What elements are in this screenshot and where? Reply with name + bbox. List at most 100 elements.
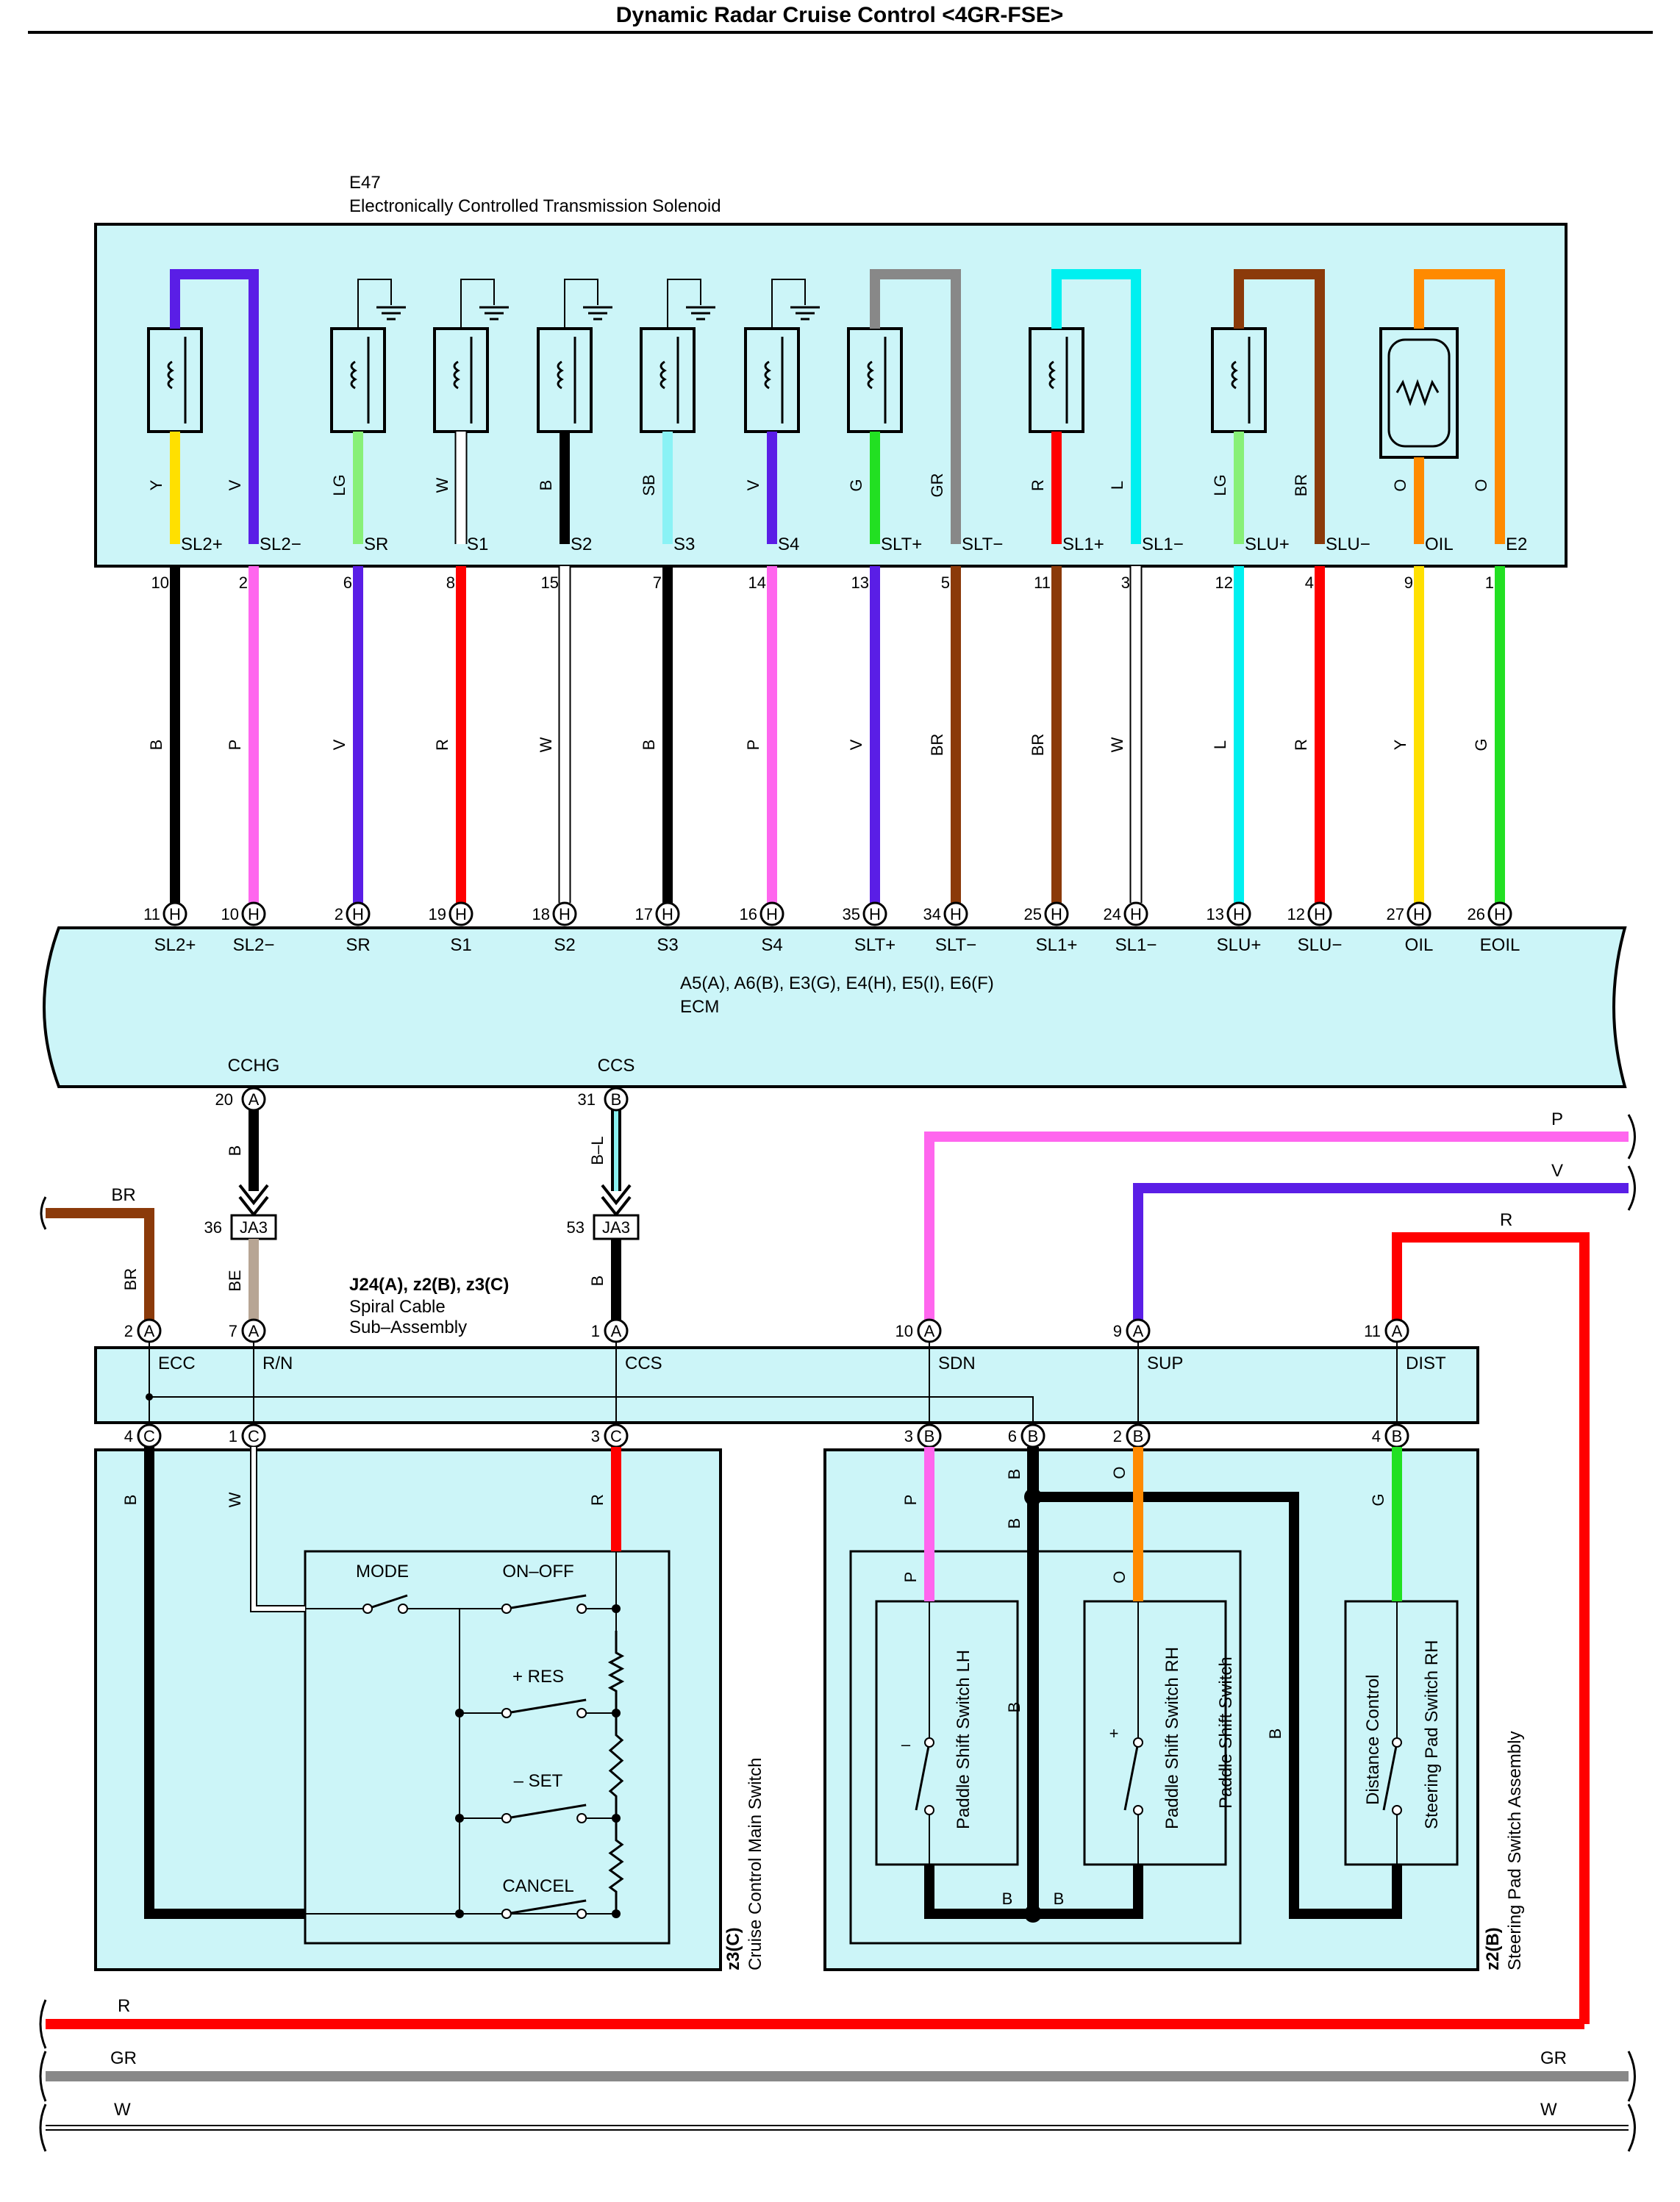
ecm-terminal-conn-12: H	[1314, 905, 1326, 923]
e47-terminal-label-g: SLT+	[881, 535, 922, 554]
ccs-conn: B	[611, 1090, 622, 1109]
ecm-terminal-12	[1307, 901, 1332, 926]
pad-b-color-1: B	[1005, 1469, 1023, 1480]
e47-wire-color-r: R	[1029, 479, 1047, 491]
pad-b-color-2: B	[1005, 1518, 1023, 1529]
spiral-name-1: Spiral Cable	[349, 1297, 446, 1317]
ecm-terminal-label-3: S1	[450, 935, 471, 955]
e47-pin-sb: 7	[653, 573, 662, 592]
be-wire-color: BE	[226, 1270, 244, 1291]
pad-switch-contact-top-dist	[1392, 1737, 1402, 1748]
spiral-top-terminal-1	[241, 1318, 266, 1343]
btn-res: + RES	[512, 1667, 564, 1687]
spiral-top-pin-1: 7	[229, 1322, 237, 1340]
spiral-top-conn-1: A	[249, 1322, 260, 1340]
ecm-terminal-1	[241, 901, 266, 926]
ecc-junction-dot	[146, 1393, 153, 1401]
e47-pin-lg2: 12	[1215, 573, 1233, 592]
ecm-pin-1: 10	[221, 905, 239, 923]
pad-p-color: P	[901, 1495, 920, 1506]
pad-assembly-code: z2(B)	[1483, 1927, 1503, 1970]
bus-breaks	[39, 1999, 1636, 2152]
spiral-top-terminal-0	[137, 1318, 162, 1343]
spiral-top-label-3: SDN	[938, 1354, 976, 1373]
solenoid-coil-box-5	[744, 327, 800, 433]
ecm-pin-12: 12	[1287, 905, 1305, 923]
e47-terminal-label-y: SL2+	[181, 535, 223, 554]
switch-contact-b-set	[576, 1813, 587, 1823]
oil-sensor-resistor	[1395, 379, 1440, 407]
solenoid-coil-winding-3	[557, 360, 564, 390]
pad-switch-contact-bottom-dist	[1392, 1805, 1402, 1815]
harness-wire-color-10: W	[1108, 737, 1126, 752]
ecm-terminal-conn-6: H	[766, 905, 778, 923]
switch-blade-on-off	[506, 1594, 587, 1610]
spiral-bottom-conn-0: C	[143, 1427, 155, 1445]
spiral-bottom-conn-3: B	[924, 1427, 935, 1445]
ecm-pin-9: 25	[1024, 905, 1042, 923]
distance-switch-housing	[1344, 1600, 1459, 1866]
e47-wire-color-y: Y	[147, 479, 165, 490]
solenoid-coil-box-7	[1029, 327, 1084, 433]
resistor-1	[607, 1631, 625, 1713]
e47-wire-color-gr: GR	[928, 473, 946, 498]
ecm-pin-8: 34	[923, 905, 941, 923]
ecm-terminal-label-4: S2	[554, 935, 575, 955]
btn-mode: MODE	[356, 1562, 409, 1581]
ground-lead-3	[667, 279, 701, 329]
solenoid-coil-box-3	[537, 327, 593, 433]
solenoid-coil-box-0	[147, 327, 203, 433]
spiral-top-label-4: SUP	[1147, 1354, 1183, 1373]
main-switch-name: Cruise Control Main Switch	[746, 1758, 765, 1970]
switch-contact-b-res	[576, 1708, 587, 1718]
pad-assembly-block: P B B O G P O B B B B – Paddle Shift Swi…	[823, 1447, 1525, 1971]
ja3-junction-b	[593, 1214, 640, 1240]
ecm-terminal-conn-8: H	[950, 905, 962, 923]
btn-cancel: CANCEL	[502, 1876, 573, 1896]
paddle-rh-label: Paddle Shift Switch RH	[1162, 1647, 1182, 1829]
spiral-top-terminal-4	[1126, 1318, 1151, 1343]
bus-r-label: R	[118, 1996, 130, 2016]
distance-control-label: Distance Control	[1363, 1675, 1383, 1805]
pad-b-junction-top	[1024, 1488, 1042, 1506]
e47-terminal-label-o2: E2	[1506, 535, 1527, 554]
paddle-lh-label: Paddle Shift Switch LH	[954, 1650, 973, 1829]
switch-contact-a-set	[501, 1813, 512, 1823]
ecm-terminal-conn-5: H	[662, 905, 673, 923]
main-switch-block: B W R MODE ON–OFF + RES – SET CANCEL z3(…	[94, 1447, 765, 1971]
ecm-ccs-circuit: CCS 31 B B–L JA3 53 B	[567, 1056, 640, 1320]
e47-terminal-label-gr: SLT−	[962, 535, 1003, 554]
ecm-terminal-conn-9: H	[1051, 905, 1062, 923]
e47-wire-color-b: B	[537, 480, 555, 491]
pad-switch-blade-rh	[1123, 1742, 1140, 1811]
main-switch-inner	[304, 1550, 671, 1945]
spiral-internal-wiring	[146, 1334, 1398, 1436]
ecm-terminal-label-5: S3	[657, 935, 678, 955]
ecm-terminal-conn-3: H	[455, 905, 467, 923]
ecm-terminal-2	[346, 901, 371, 926]
ecm-pin-4: 18	[532, 905, 550, 923]
e47-pin-w: 8	[446, 573, 455, 592]
e47-terminal-label-v2: S4	[778, 535, 799, 554]
e47-pin-br: 4	[1305, 573, 1314, 592]
spiral-top-pin-0: 2	[124, 1322, 133, 1340]
ccs-terminal	[604, 1087, 629, 1112]
e47-pin-g: 13	[851, 573, 869, 592]
e47-terminal-label-r: SL1+	[1062, 535, 1104, 554]
spiral-top-conn-2: A	[611, 1322, 622, 1340]
main-b-wire	[144, 1447, 305, 1919]
e47-wire-color-br: BR	[1292, 474, 1310, 497]
p-lead-color: P	[1551, 1109, 1563, 1129]
paddle-rh-housing	[1083, 1600, 1227, 1866]
solenoid-coil-winding-1	[350, 360, 357, 390]
harness-wire-color-13: Y	[1391, 739, 1409, 750]
switch-contact-a-on-off	[501, 1604, 512, 1614]
ecm-pin-6: 16	[740, 905, 757, 923]
ja3-a-pin: 36	[204, 1218, 222, 1237]
e47-terminal-label-b: S2	[571, 535, 592, 554]
ecm-terminal-11	[1226, 901, 1251, 926]
spiral-top-pin-3: 10	[896, 1322, 913, 1340]
solenoid-coil-winding-2	[453, 360, 460, 390]
switch-blade-res	[506, 1698, 587, 1715]
resistor-2	[608, 1713, 624, 1818]
